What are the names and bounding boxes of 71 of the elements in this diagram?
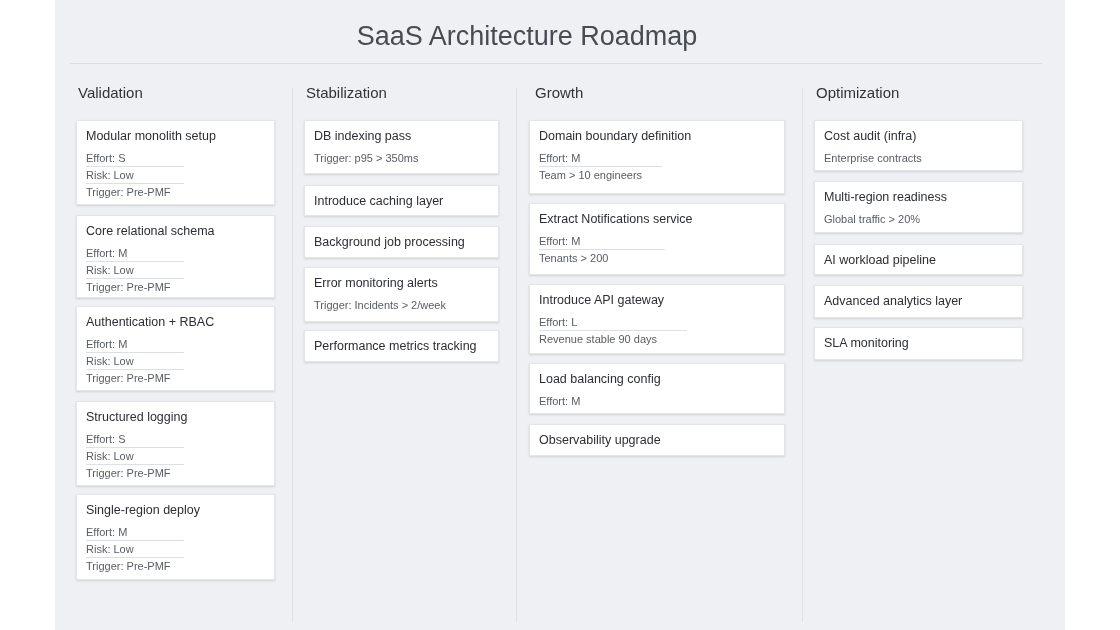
card-detail: Risk: Low (86, 541, 184, 558)
task-card (304, 267, 499, 322)
card-detail: Effort: M (86, 245, 184, 262)
task-card (304, 185, 499, 216)
column-heading: Validation (78, 84, 143, 102)
card-title: Extract Notifications service (539, 211, 693, 227)
task-card (814, 181, 1023, 233)
card-detail: Revenue stable 90 days (539, 332, 658, 347)
card-title: Domain boundary definition (539, 128, 692, 144)
task-card (814, 327, 1023, 360)
card-detail: Risk: Low (86, 353, 184, 370)
task-card (529, 363, 785, 414)
card-detail: Effort: M (86, 336, 184, 353)
card-detail: Trigger: Pre-PMF (86, 280, 171, 295)
card-title: Authentication + RBAC (86, 314, 215, 330)
card-detail: Risk: Low (86, 167, 184, 184)
card-detail: Trigger: p95 > 350ms (314, 151, 419, 166)
card-detail: Tenants > 200 (539, 251, 609, 266)
card-title: Observability upgrade (539, 432, 661, 448)
task-card (814, 244, 1023, 275)
card-detail: Effort: S (86, 431, 184, 448)
card-detail: Enterprise contracts (824, 151, 922, 166)
card-title: Structured logging (86, 409, 188, 425)
card-detail: Risk: Low (86, 448, 184, 465)
card-title: Single-region deploy (86, 502, 200, 518)
card-title: AI workload pipeline (824, 252, 936, 268)
card-detail: Effort: M (539, 394, 581, 409)
card-title: Load balancing config (539, 371, 661, 387)
task-card (76, 306, 275, 391)
card-detail: Trigger: Pre-PMF (86, 466, 171, 481)
card-detail: Effort: S (86, 150, 184, 167)
card-title: Multi-region readiness (824, 189, 947, 205)
card-detail: Effort: M (86, 524, 184, 541)
task-card (529, 203, 785, 275)
card-title: SLA monitoring (824, 335, 909, 351)
column-heading: Stabilization (306, 84, 387, 102)
task-card (529, 120, 785, 194)
task-card (76, 401, 275, 486)
task-card (304, 120, 499, 174)
card-title: Advanced analytics layer (824, 293, 963, 309)
task-card (304, 330, 499, 362)
card-detail: Trigger: Pre-PMF (86, 559, 171, 574)
card-title: Background job processing (314, 234, 465, 250)
card-title: Cost audit (infra) (824, 128, 917, 144)
card-title: Modular monolith setup (86, 128, 216, 144)
card-title: Error monitoring alerts (314, 275, 438, 291)
card-detail: Global traffic > 20% (824, 212, 921, 227)
card-detail: Trigger: Pre-PMF (86, 185, 171, 200)
card-detail: Effort: L (539, 314, 687, 331)
card-detail: Trigger: Incidents > 2/week (314, 298, 446, 313)
card-title: Introduce caching layer (314, 193, 444, 209)
card-detail: Effort: M (539, 150, 662, 167)
column-heading: Optimization (816, 84, 900, 102)
card-title: Performance metrics tracking (314, 338, 477, 354)
task-card (76, 215, 275, 298)
page-title: SaaS Architecture Roadmap (356, 20, 698, 52)
card-detail: Team > 10 engineers (539, 168, 643, 183)
card-title: Core relational schema (86, 223, 215, 239)
card-detail: Trigger: Pre-PMF (86, 371, 171, 386)
task-card (76, 120, 275, 205)
card-detail: Effort: M (539, 233, 665, 250)
column-heading: Growth (535, 84, 584, 102)
task-card (814, 285, 1023, 318)
card-detail: Risk: Low (86, 262, 184, 279)
task-card (304, 226, 499, 258)
card-title: DB indexing pass (314, 128, 412, 144)
task-card (76, 494, 275, 580)
task-card (529, 284, 785, 354)
task-card (529, 424, 785, 456)
card-title: Introduce API gateway (539, 292, 665, 308)
task-card (814, 120, 1023, 171)
